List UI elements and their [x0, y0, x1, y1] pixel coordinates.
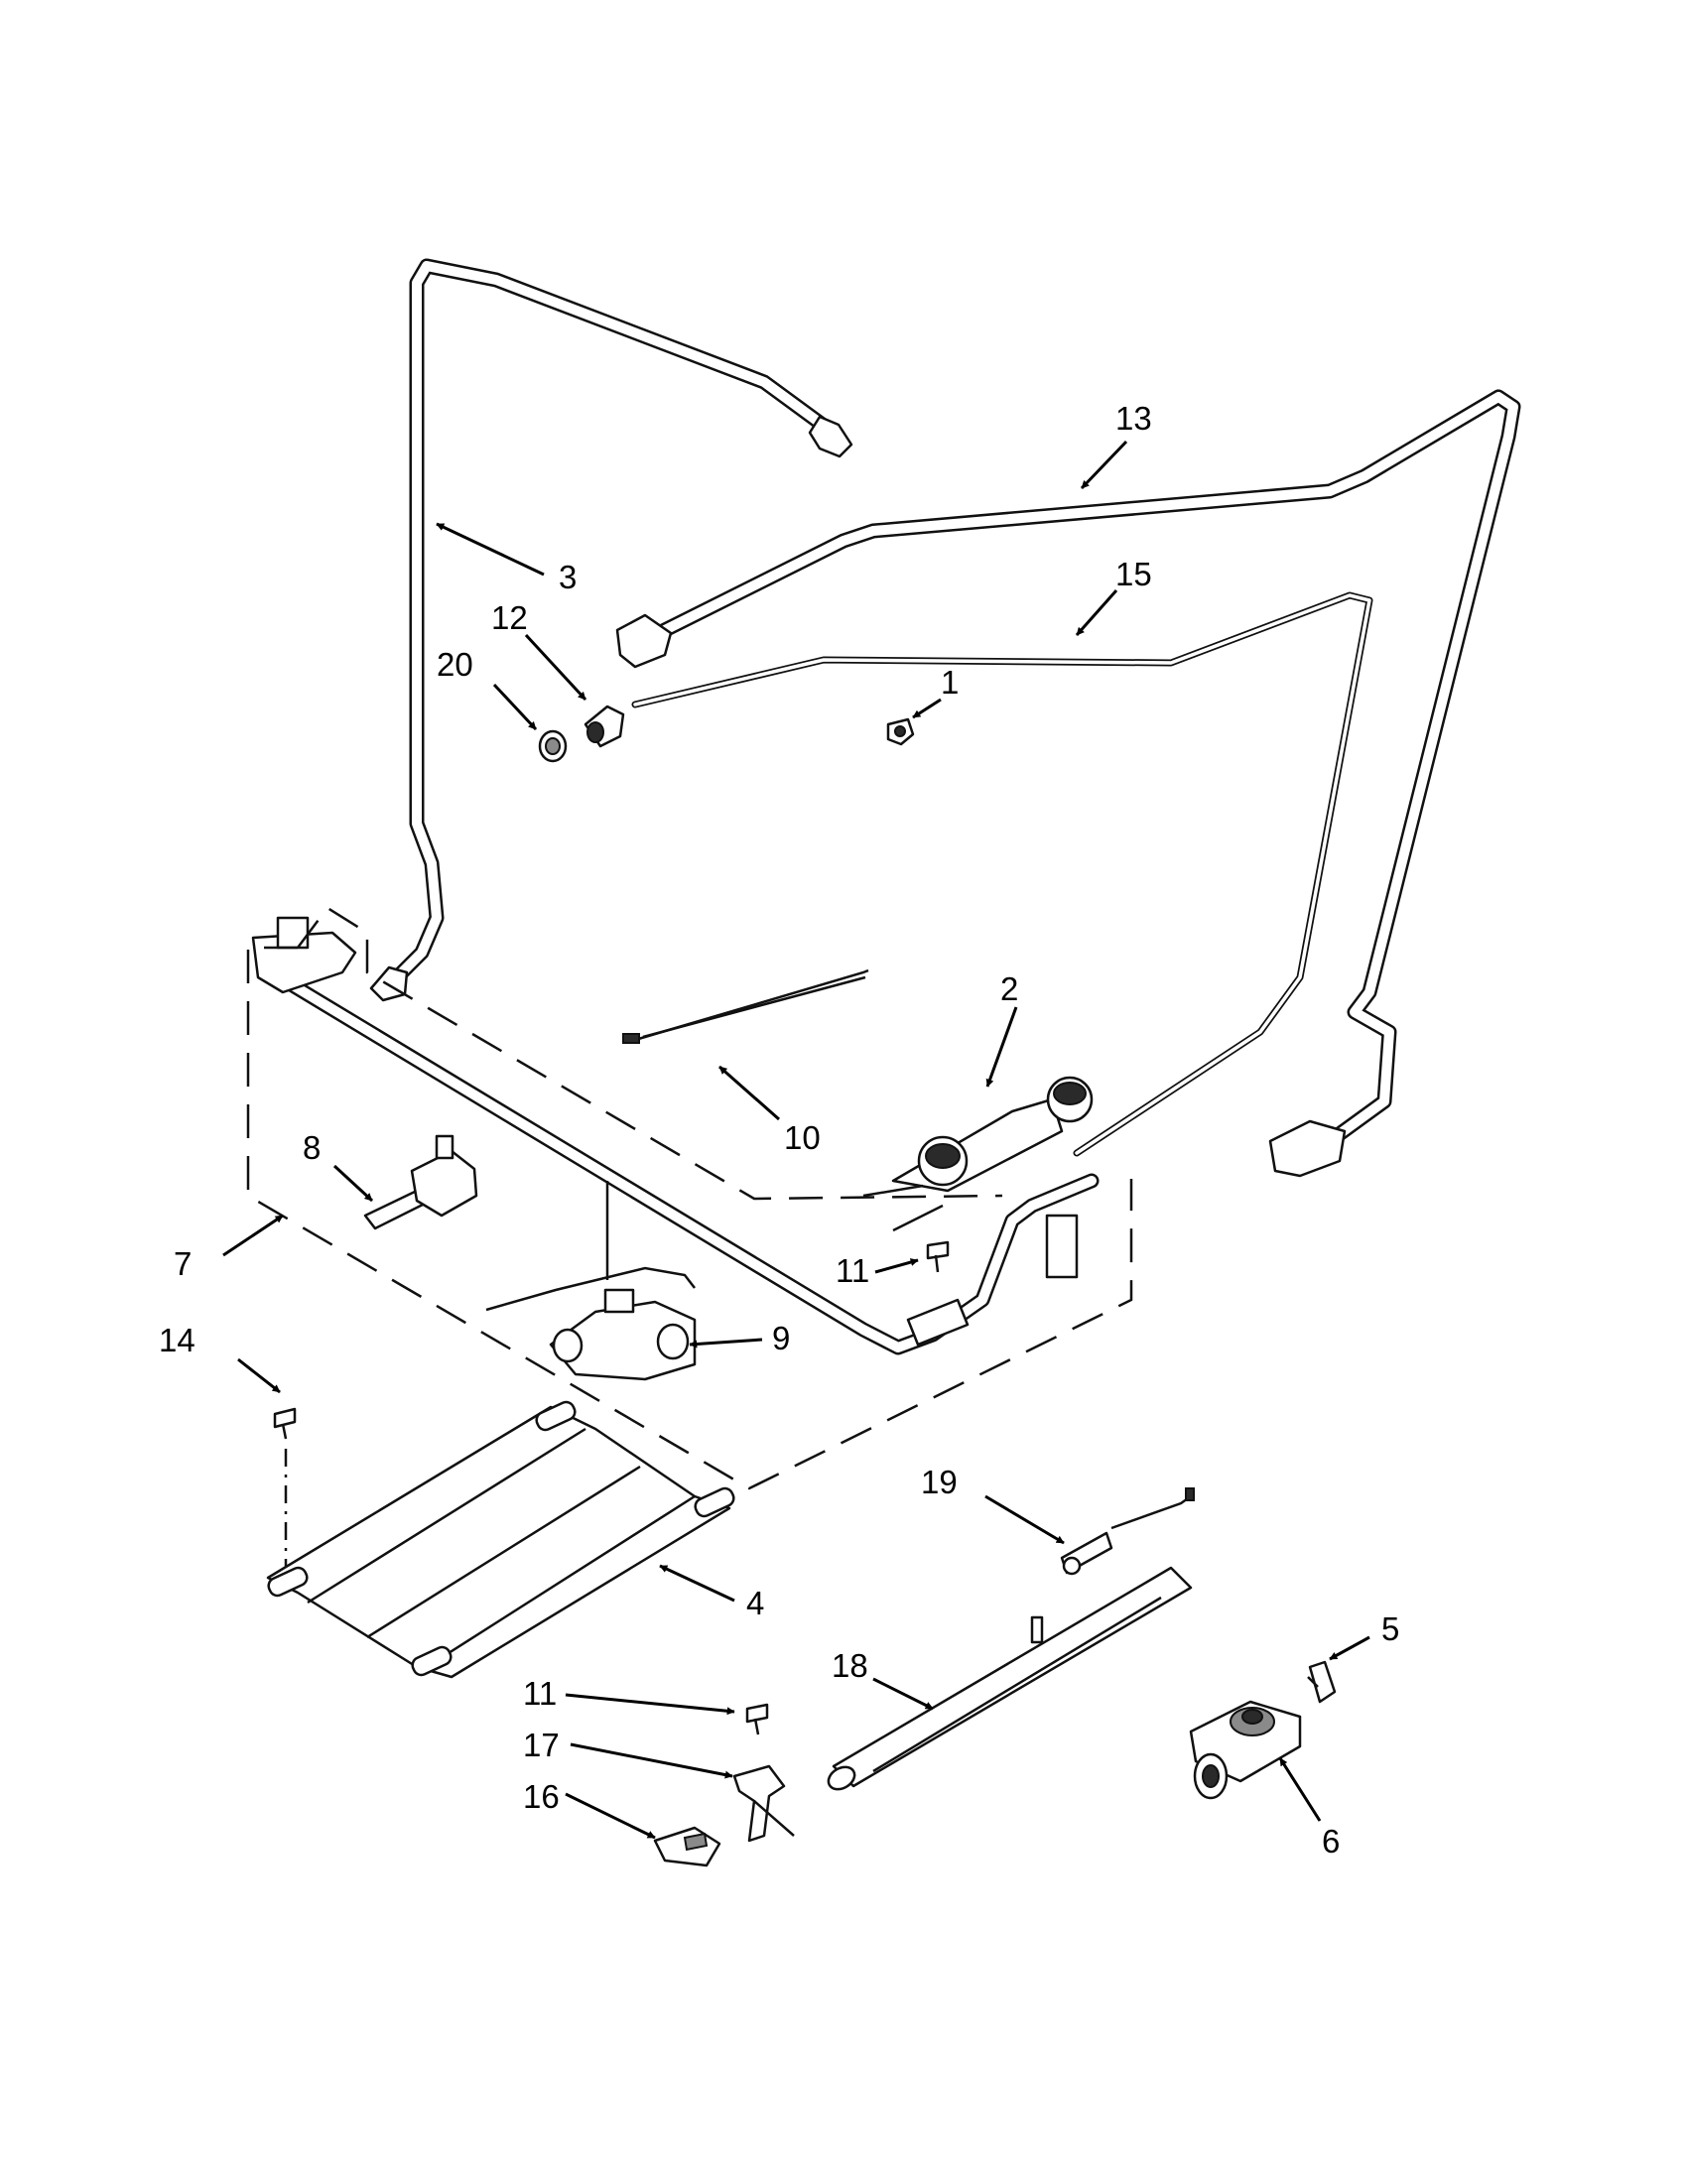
- clip-nut-part-16: [653, 1826, 721, 1867]
- leader-7: [222, 1214, 284, 1257]
- nut-part-1: [886, 717, 915, 746]
- manifold-assembly-outline: [246, 906, 1133, 1490]
- callout-9: 9: [772, 1320, 790, 1356]
- callout-18: 18: [832, 1647, 868, 1684]
- callout-16: 16: [523, 1778, 560, 1815]
- thermocouple-part-10: [622, 968, 869, 1044]
- leader-1: [912, 698, 942, 719]
- dual-burner-part-2: [862, 1076, 1094, 1232]
- leader-18: [872, 1677, 934, 1711]
- burner-tube-part-18: [827, 1566, 1193, 1791]
- leader-15: [1075, 589, 1118, 636]
- callout-14: 14: [159, 1322, 195, 1358]
- leader-20: [492, 683, 538, 731]
- gas-tube-left: [369, 258, 853, 1002]
- callout-6: 6: [1322, 1823, 1340, 1860]
- leader-16: [565, 1792, 656, 1840]
- leader-5: [1329, 1635, 1370, 1661]
- leader-17: [570, 1742, 733, 1779]
- callout-13: 13: [1115, 400, 1152, 437]
- heat-shield-part-4: [266, 1400, 735, 1679]
- clip-part-5: [1307, 1660, 1337, 1704]
- valve-part-9: [485, 1266, 697, 1381]
- manifold-pipe: [251, 916, 1100, 1355]
- callout-10: 10: [784, 1119, 821, 1156]
- leader-19: [984, 1494, 1065, 1545]
- leader-6: [1278, 1757, 1322, 1822]
- leader-3: [436, 522, 545, 577]
- callout-1: 1: [941, 664, 959, 701]
- leader-2: [985, 1006, 1018, 1088]
- leader-13: [1080, 440, 1128, 490]
- callout-20: 20: [437, 646, 473, 683]
- gas-tube-right: [615, 389, 1521, 1178]
- leader-8: [332, 1164, 374, 1203]
- igniter-part-19: [1060, 1487, 1195, 1576]
- fitting-part-12: [584, 705, 625, 748]
- callout-4: 4: [746, 1585, 764, 1621]
- callout-3: 3: [559, 559, 577, 595]
- valve-part-8: [363, 1134, 478, 1230]
- screw-part-11-upper: [926, 1240, 950, 1273]
- callout-11-upper: 11: [836, 1252, 869, 1289]
- leader-12: [524, 633, 587, 702]
- callout-15: 15: [1115, 556, 1152, 592]
- callout-8: 8: [303, 1129, 321, 1166]
- leader-4: [659, 1564, 735, 1603]
- callout-5: 5: [1381, 1610, 1399, 1647]
- callout-2: 2: [1000, 970, 1018, 1007]
- leader-14: [237, 1357, 281, 1394]
- callout-11-lower: 11: [523, 1675, 557, 1712]
- leader-9: [689, 1338, 763, 1349]
- callout-19: 19: [921, 1464, 958, 1500]
- callout-7: 7: [174, 1245, 192, 1282]
- safety-valve-part-6: [1189, 1700, 1302, 1800]
- cap-part-20: [538, 729, 568, 763]
- screw-part-11-lower: [745, 1703, 769, 1735]
- callout-17: 17: [523, 1727, 560, 1763]
- callout-12: 12: [491, 599, 528, 636]
- leader-10: [718, 1065, 780, 1121]
- leader-11b: [565, 1693, 735, 1716]
- screw-part-14: [273, 1407, 297, 1440]
- bracket-part-17: [732, 1764, 795, 1843]
- leader-11a: [874, 1258, 919, 1274]
- thin-gas-tube: [631, 591, 1373, 1157]
